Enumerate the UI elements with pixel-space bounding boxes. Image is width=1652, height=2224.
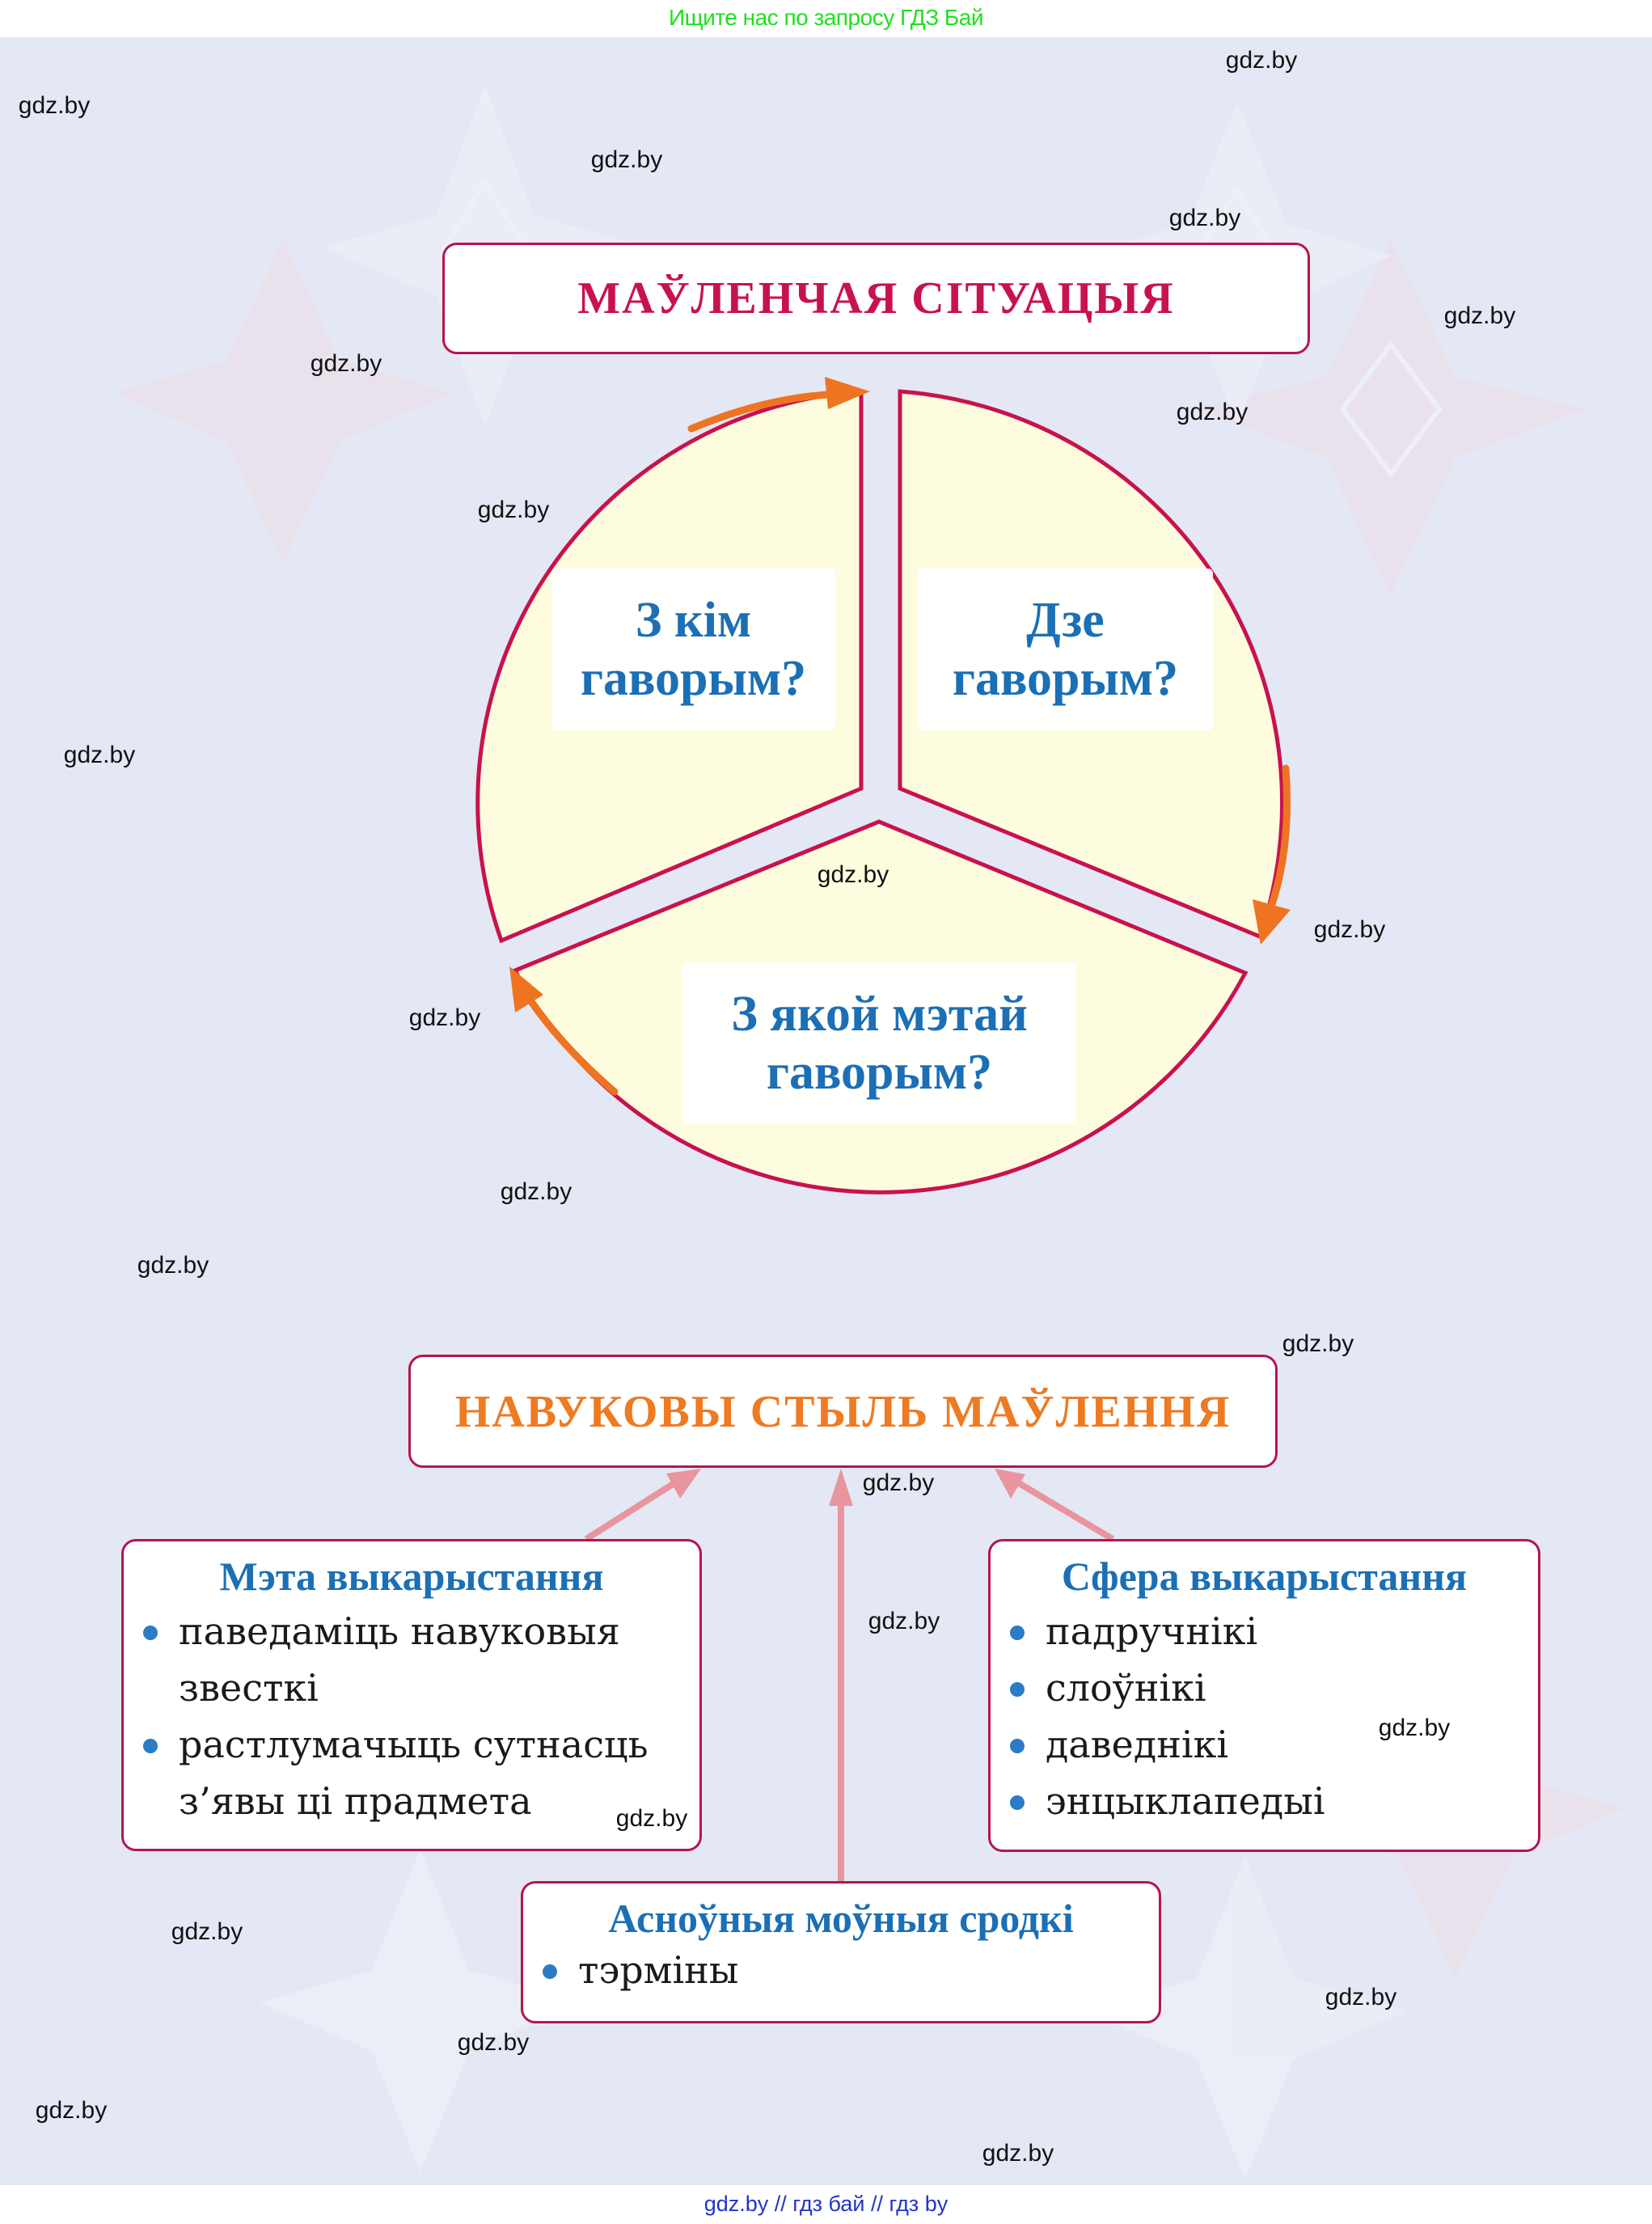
watermark-text: gdz.by	[477, 497, 550, 523]
sphere-item-4: энцыклапедыі	[1046, 1779, 1325, 1823]
watermark-text: gdz.by	[817, 861, 889, 888]
watermark-text: gdz.by	[408, 1004, 481, 1031]
language-means-heading: Асноўныя моўныя сродкі	[608, 1896, 1074, 1941]
watermark-text: gdz.by	[310, 350, 382, 377]
watermark-text: gdz.by	[35, 2097, 108, 2124]
watermark-text: gdz.by	[1378, 1715, 1451, 1741]
purpose-heading: Мэта выкарыстання	[219, 1554, 604, 1599]
watermark-text: gdz.by	[457, 2029, 530, 2056]
bullet-icon	[1010, 1626, 1025, 1640]
connector-sphere-head	[995, 1469, 1025, 1499]
speech-situation-title-box: МАЎЛЕНЧАЯ СІТУАЦЫЯ	[442, 243, 1310, 354]
sphere-item-1: падручнікі	[1046, 1609, 1258, 1653]
top-banner: Ищите нас по запросу ГДЗ Бай	[0, 0, 1652, 37]
watermark-text: gdz.by	[18, 92, 91, 119]
bullet-icon	[1010, 1682, 1025, 1697]
language-means-list: тэрміны	[523, 1942, 1159, 1998]
arrow-top	[687, 390, 845, 433]
watermark-text: gdz.by	[171, 1918, 243, 1945]
sphere-item: падручнікі	[991, 1603, 1538, 1660]
purpose-item-2-line2: з’явы ці прадмета	[179, 1779, 532, 1823]
bullet-icon	[1010, 1739, 1025, 1753]
sphere-box: Сфера выкарыстання падручнікі слоўнікі д…	[988, 1539, 1540, 1852]
watermark-text: gdz.by	[1325, 1984, 1397, 2010]
connector-sphere	[1004, 1473, 1115, 1542]
arrow-right-head	[1253, 899, 1291, 945]
watermark-text: gdz.by	[862, 1469, 935, 1496]
sphere-item: слоўнікі	[991, 1660, 1538, 1716]
question-purpose-line1: З якой мэтай	[731, 987, 1028, 1042]
sphere-item-2: слоўнікі	[1046, 1666, 1206, 1710]
watermark-text: gdz.by	[868, 1608, 940, 1634]
purpose-item: растлумачыць сутнасць з’явы ці прадмета	[124, 1716, 699, 1829]
purpose-list: паведаміць навуковыя звесткі растлумачыць…	[124, 1603, 699, 1829]
bullet-icon	[143, 1626, 158, 1640]
scientific-style-connectors	[584, 1469, 1115, 1881]
arrow-left	[520, 987, 619, 1096]
connector-purpose	[584, 1473, 688, 1542]
bullet-icon	[143, 1739, 158, 1753]
footer-links[interactable]: gdz.by // гдз бай // гдз by	[703, 2192, 949, 2216]
scientific-style-title-box: НАВУКОВЫ СТЫЛЬ МАЎЛЕННЯ	[408, 1355, 1278, 1468]
watermark-text: gdz.by	[1176, 399, 1249, 425]
connector-purpose-head	[666, 1469, 701, 1499]
bullet-icon	[543, 1964, 557, 1979]
watermark-text: gdz.by	[1443, 302, 1516, 329]
footer: gdz.by // гдз бай // гдз by	[0, 2185, 1652, 2224]
watermark-text: gdz.by	[63, 742, 136, 768]
diagram-canvas: МАЎЛЕНЧАЯ СІТУАЦЫЯ З кім гаворым? Дзе г	[0, 37, 1652, 2185]
connector-means-head	[829, 1469, 853, 1506]
language-means-item: тэрміны	[523, 1942, 1159, 1998]
question-where: Дзе гаворым?	[918, 569, 1213, 730]
purpose-box: Мэта выкарыстання паведаміць навуковыя зв…	[121, 1539, 702, 1851]
watermark-text: gdz.by	[615, 1805, 688, 1832]
arrow-top-head	[825, 377, 870, 409]
question-who-line2: гаворым?	[580, 651, 807, 706]
watermark-text: gdz.by	[982, 2140, 1054, 2167]
watermark-text: gdz.by	[137, 1252, 209, 1279]
bullet-icon	[1010, 1795, 1025, 1810]
scientific-style-title: НАВУКОВЫ СТЫЛЬ МАЎЛЕННЯ	[454, 1387, 1232, 1437]
question-where-line1: Дзе	[1026, 593, 1105, 648]
sphere-item: даведнікі	[991, 1716, 1538, 1773]
sphere-list: падручнікі слоўнікі даведнікі энцыклапед…	[991, 1603, 1538, 1829]
speech-situation-title: МАЎЛЕНЧАЯ СІТУАЦЫЯ	[577, 273, 1175, 323]
question-who-line1: З кім	[635, 593, 752, 648]
purpose-item-1-line2: звесткі	[179, 1666, 319, 1710]
question-where-line2: гаворым?	[952, 651, 1179, 706]
question-purpose-line2: гаворым?	[766, 1045, 993, 1100]
watermark-text: gdz.by	[1313, 916, 1386, 943]
sphere-item: энцыклапедыі	[991, 1773, 1538, 1829]
watermark-text: gdz.by	[500, 1178, 572, 1205]
purpose-item: паведаміць навуковыя звесткі	[124, 1603, 699, 1716]
purpose-item-2-line1: растлумачыць сутнасць	[179, 1723, 649, 1766]
sphere-heading: Сфера выкарыстання	[1061, 1554, 1468, 1599]
watermark-text: gdz.by	[1168, 205, 1241, 231]
language-means-box: Асноўныя моўныя сродкі тэрміны	[521, 1881, 1161, 2023]
purpose-item-1-line1: паведаміць навуковыя	[179, 1609, 620, 1653]
question-purpose: З якой мэтай гаворым?	[682, 962, 1076, 1124]
sphere-item-3: даведнікі	[1046, 1723, 1229, 1766]
watermark-text: gdz.by	[1282, 1330, 1354, 1357]
arrow-left-head	[509, 966, 543, 1013]
watermark-text: gdz.by	[1225, 47, 1298, 74]
question-who: З кім гаворым?	[551, 569, 835, 730]
watermark-text: gdz.by	[590, 146, 663, 173]
language-means-item-1: тэрміны	[578, 1948, 739, 1992]
banner-text: Ищите нас по запросу ГДЗ Бай	[668, 5, 984, 30]
